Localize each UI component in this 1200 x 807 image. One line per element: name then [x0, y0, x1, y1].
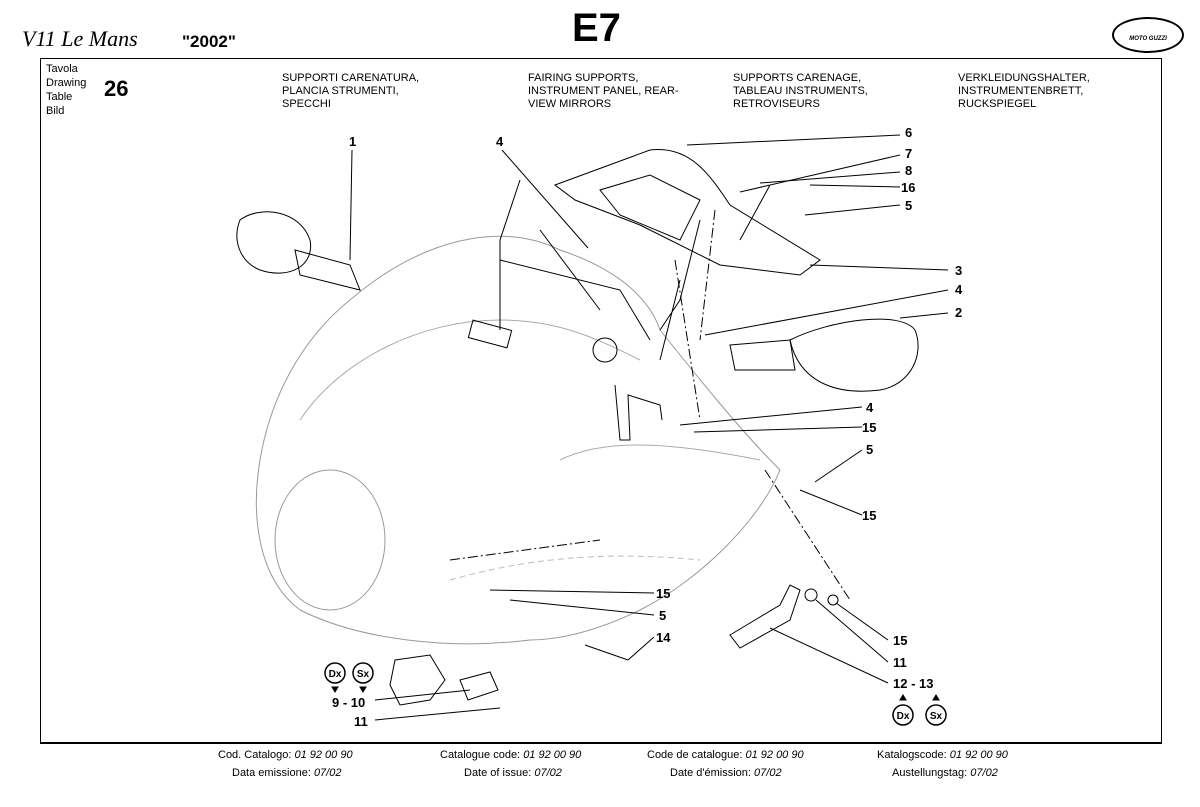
- badge-sx-right: Sx: [930, 711, 943, 722]
- model-logo: V11 Le Mans: [22, 26, 138, 51]
- badge-dx-right: Dx: [897, 711, 910, 722]
- side-badges-right: Dx Sx: [892, 694, 947, 726]
- headlight: [274, 469, 386, 611]
- table-number: 26: [104, 76, 129, 101]
- footer-date-de: Austellungstag: 07/02: [892, 767, 998, 779]
- footer-catalog-en: Catalogue code: 01 92 00 90: [440, 749, 582, 761]
- footer-date-it: Data emissione: 07/02: [232, 767, 342, 779]
- frame-tubes: [499, 179, 771, 361]
- callout-16: 16: [901, 180, 915, 195]
- callout-15b: 15: [862, 508, 876, 523]
- leader-lines: [349, 134, 949, 721]
- callout-4b: 4: [955, 282, 963, 297]
- footer-catalog-fr: Code de catalogue: 01 92 00 90: [647, 749, 804, 761]
- footer-date-en: Date of issue: 07/02: [464, 767, 562, 779]
- callout-8: 8: [905, 163, 912, 178]
- model-year: "2002": [182, 32, 236, 51]
- title-italian: SUPPORTI CARENATURA, PLANCIA STRUMENTI, …: [282, 72, 420, 110]
- callout-5a: 5: [905, 198, 912, 213]
- callout-15c: 15: [656, 586, 670, 601]
- footer-date-fr: Date d'émission: 07/02: [670, 767, 782, 779]
- title-german: VERKLEIDUNGSHALTER, INSTRUMENTENBRETT, R…: [958, 72, 1090, 110]
- callout-11a: 11: [893, 655, 907, 670]
- callout-5c: 5: [659, 608, 666, 623]
- drawing-frame: [40, 58, 1162, 743]
- fairing-outline: [255, 235, 781, 645]
- title-french: SUPPORTS CARENAGE, TABLEAU INSTRUMENTS, …: [733, 72, 868, 110]
- plate-12-13: [729, 584, 801, 649]
- callout-9-10: 9 - 10: [332, 695, 365, 710]
- instrument-bracket: [553, 148, 821, 276]
- callout-7: 7: [905, 146, 912, 161]
- title-english: FAIRING SUPPORTS, INSTRUMENT PANEL, REAR…: [528, 72, 679, 110]
- callout-15d: 15: [893, 633, 907, 648]
- callout-3: 3: [955, 263, 962, 278]
- side-badges-left: Dx Sx: [324, 662, 374, 693]
- callout-15a: 15: [862, 420, 876, 435]
- brand-logo: MOTO GUZZI: [1112, 17, 1184, 53]
- callout-2: 2: [955, 305, 962, 320]
- callout-12-13: 12 - 13: [893, 676, 933, 691]
- callout-5b: 5: [866, 442, 873, 457]
- callout-6: 6: [905, 125, 912, 140]
- footer-divider: [40, 743, 1162, 744]
- mirror-right: [789, 318, 919, 392]
- footer-catalog-de: Katalogscode: 01 92 00 90: [877, 749, 1008, 761]
- callout-4a: 4: [496, 134, 504, 149]
- lower-bracket: [389, 654, 446, 706]
- callout-14: 14: [656, 630, 671, 645]
- badge-sx-left: Sx: [357, 669, 370, 680]
- badge-dx-left: Dx: [329, 669, 342, 680]
- sheet-code: E7: [572, 6, 621, 50]
- footer-catalog-it: Cod. Catalogo: 01 92 00 90: [218, 749, 353, 761]
- callout-11b: 11: [354, 714, 368, 729]
- callout-4c: 4: [866, 400, 874, 415]
- mirror-left: [236, 211, 312, 274]
- callout-1: 1: [349, 134, 356, 149]
